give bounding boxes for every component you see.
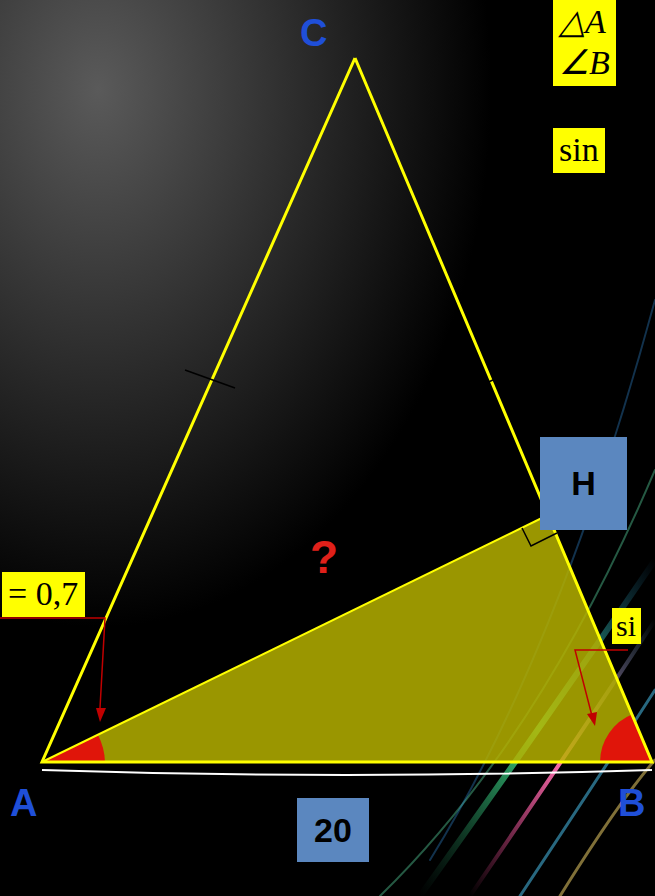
node-text: △A xyxy=(559,2,610,43)
vertex-label: A xyxy=(10,782,37,825)
angle-b-mark xyxy=(600,714,652,762)
vertex-label: C xyxy=(300,12,327,55)
arrowhead-a xyxy=(96,708,106,722)
right-angle-mark xyxy=(522,528,557,546)
pointer-arrows xyxy=(0,618,628,716)
value-box: = 0,7 xyxy=(2,572,85,617)
base-brace xyxy=(42,770,652,775)
triangle-abc xyxy=(42,58,652,762)
length-box: 20 xyxy=(297,798,369,862)
formula-box: sin xyxy=(553,128,605,173)
node-text: H xyxy=(550,464,617,503)
shaded-triangle xyxy=(42,515,652,762)
altitude-ah xyxy=(42,515,548,762)
arrowhead-b xyxy=(587,712,597,726)
node-text: 20 xyxy=(307,811,359,850)
tick-ac xyxy=(185,370,235,388)
node-text: sin xyxy=(559,130,599,171)
tick-bc xyxy=(475,368,520,388)
node-text: ∠B xyxy=(559,43,610,84)
given-box: △A∠B xyxy=(553,0,616,86)
node-text: = 0,7 xyxy=(8,574,79,615)
vertex-label: B xyxy=(618,782,645,825)
point-box: H xyxy=(540,437,627,530)
node-text: si xyxy=(616,608,637,644)
unknown-mark: ? xyxy=(310,530,338,584)
formula-box: si xyxy=(612,608,641,644)
